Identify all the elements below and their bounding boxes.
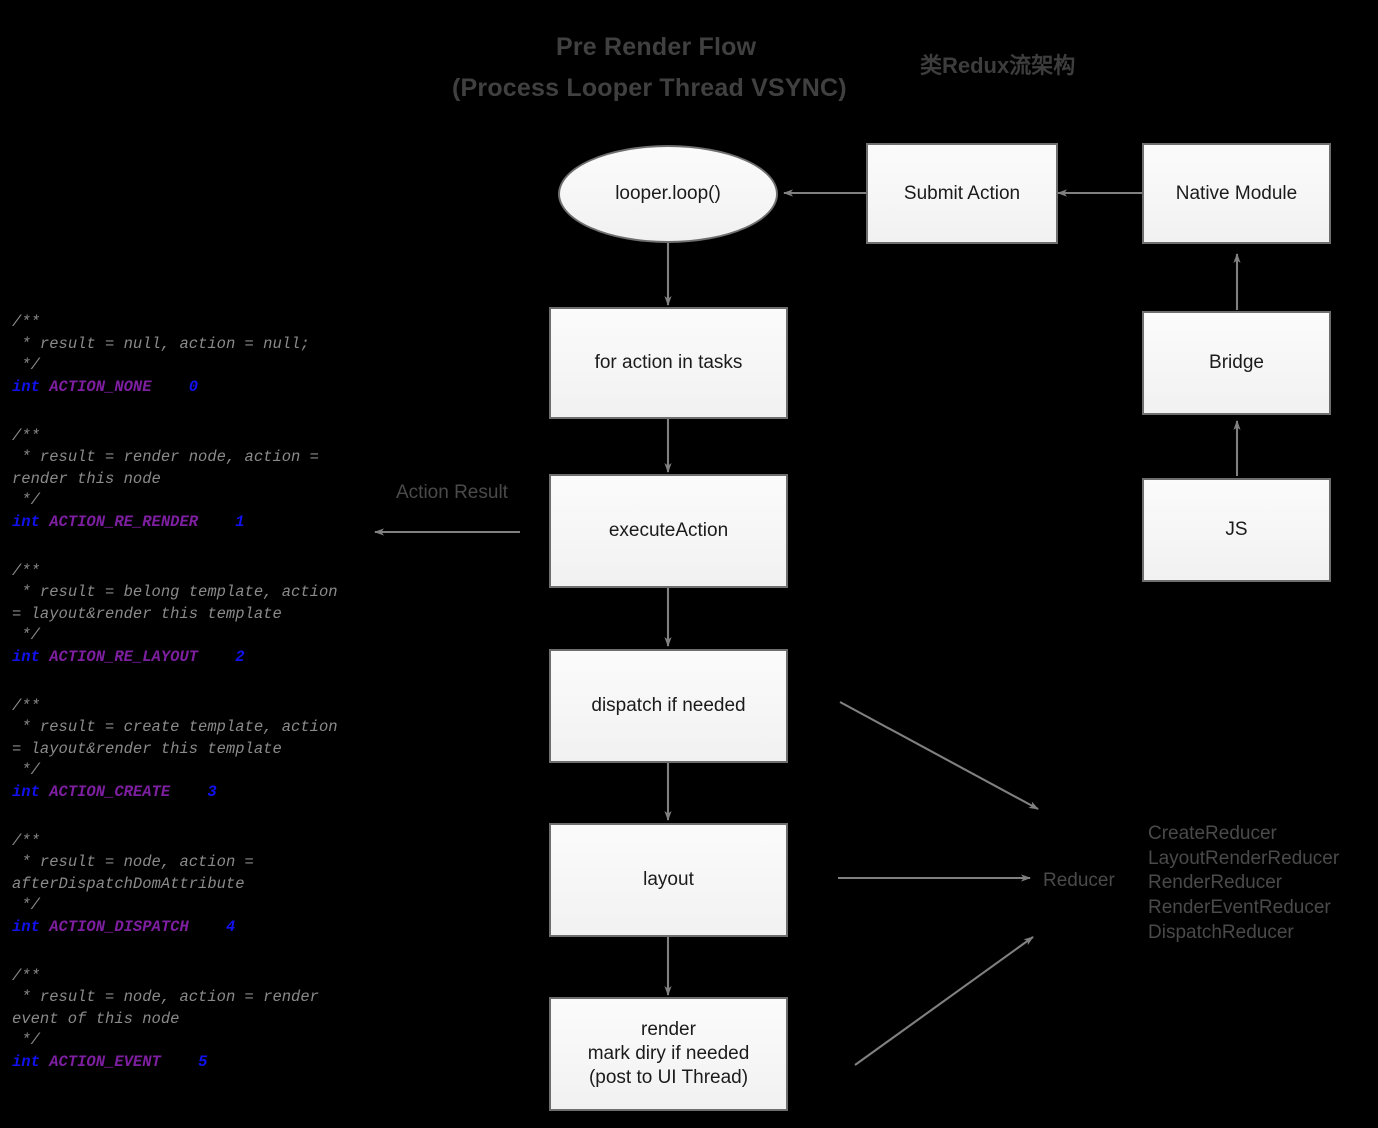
page-title: Pre Render Flow: [556, 33, 757, 61]
code-constant-name: ACTION_RE_LAYOUT: [49, 647, 199, 666]
code-constant-name: ACTION_NONE: [49, 377, 152, 396]
code-declaration: int ACTION_RE_LAYOUT 2: [12, 647, 412, 669]
node-for-action-in-tasks-label: for action in tasks: [594, 352, 743, 374]
code-block-action-none: /** * result = null, action = null; */ i…: [12, 312, 412, 398]
code-keyword: int: [12, 1052, 40, 1071]
code-constant-value: 0: [188, 377, 199, 396]
code-constant-value: 4: [225, 917, 236, 936]
node-bridge-label: Bridge: [1209, 352, 1264, 374]
node-for-action-in-tasks[interactable]: for action in tasks: [549, 307, 788, 419]
node-execute-action-label: executeAction: [608, 520, 729, 542]
code-constant-name: ACTION_RE_RENDER: [49, 512, 199, 531]
code-constant-name: ACTION_CREATE: [49, 782, 171, 801]
code-declaration: int ACTION_RE_RENDER 1: [12, 512, 412, 534]
page-subtitle: (Process Looper Thread VSYNC): [452, 74, 847, 102]
code-declaration: int ACTION_CREATE 3: [12, 782, 412, 804]
code-constant-name: ACTION_EVENT: [49, 1052, 161, 1071]
code-constant-value: 5: [198, 1052, 208, 1071]
node-js-label: JS: [1225, 519, 1248, 541]
code-constant-value: 2: [235, 647, 245, 666]
edge-label-action-result: Action Result: [396, 482, 508, 503]
node-submit-action[interactable]: Submit Action: [866, 143, 1058, 244]
code-keyword: int: [12, 917, 40, 936]
node-dispatch-if-needed[interactable]: dispatch if needed: [549, 649, 788, 763]
reducer-list: CreateReducer LayoutRenderReducer Render…: [1148, 823, 1340, 943]
code-comment: /** * result = render node, action = ren…: [12, 426, 319, 510]
node-native-module-label: Native Module: [1175, 182, 1298, 204]
code-comment: /** * result = create template, action =…: [12, 696, 338, 780]
code-comment: /** * result = null, action = null; */: [12, 313, 310, 374]
code-comment: /** * result = belong template, action =…: [12, 561, 338, 645]
edge-label-reducer: Reducer: [1043, 870, 1115, 891]
node-render-label: render mark diry if needed (post to UI T…: [587, 1019, 750, 1088]
code-constant-name: ACTION_DISPATCH: [49, 917, 189, 936]
node-bridge[interactable]: Bridge: [1142, 311, 1331, 415]
node-native-module[interactable]: Native Module: [1142, 143, 1331, 244]
node-layout[interactable]: layout: [549, 823, 788, 937]
edge-render-to-reducer: [854, 936, 1034, 1066]
code-keyword: int: [12, 647, 40, 666]
node-dispatch-if-needed-label: dispatch if needed: [591, 695, 746, 717]
code-keyword: int: [12, 782, 40, 801]
code-declaration: int ACTION_NONE 0: [12, 377, 412, 399]
code-comment: /** * result = node, action = render eve…: [12, 966, 319, 1050]
code-keyword: int: [12, 512, 40, 531]
node-looper-loop[interactable]: looper.loop(): [558, 145, 778, 243]
node-render[interactable]: render mark diry if needed (post to UI T…: [549, 997, 788, 1111]
node-execute-action[interactable]: executeAction: [549, 474, 788, 588]
node-js[interactable]: JS: [1142, 478, 1331, 582]
code-comment: /** * result = node, action = afterDispa…: [12, 831, 254, 915]
code-block-action-re-layout: /** * result = belong template, action =…: [12, 561, 412, 669]
page-title-chinese: 类Redux流架构: [920, 53, 1076, 78]
node-layout-label: layout: [643, 869, 694, 891]
code-block-action-re-render: /** * result = render node, action = ren…: [12, 426, 412, 534]
code-block-action-create: /** * result = create template, action =…: [12, 696, 412, 804]
code-constant-value: 1: [235, 512, 245, 531]
code-keyword: int: [12, 377, 40, 396]
action-constants-code-column: /** * result = null, action = null; */ i…: [12, 312, 412, 1101]
node-submit-action-label: Submit Action: [903, 182, 1021, 204]
code-block-action-dispatch: /** * result = node, action = afterDispa…: [12, 831, 412, 939]
code-declaration: int ACTION_EVENT 5: [12, 1052, 412, 1074]
code-constant-value: 3: [207, 782, 217, 801]
node-looper-loop-label: looper.loop(): [615, 183, 721, 205]
code-block-action-event: /** * result = node, action = render eve…: [12, 966, 412, 1074]
code-declaration: int ACTION_DISPATCH 4: [12, 917, 412, 939]
edge-dispatch-to-reducer: [839, 701, 1039, 810]
